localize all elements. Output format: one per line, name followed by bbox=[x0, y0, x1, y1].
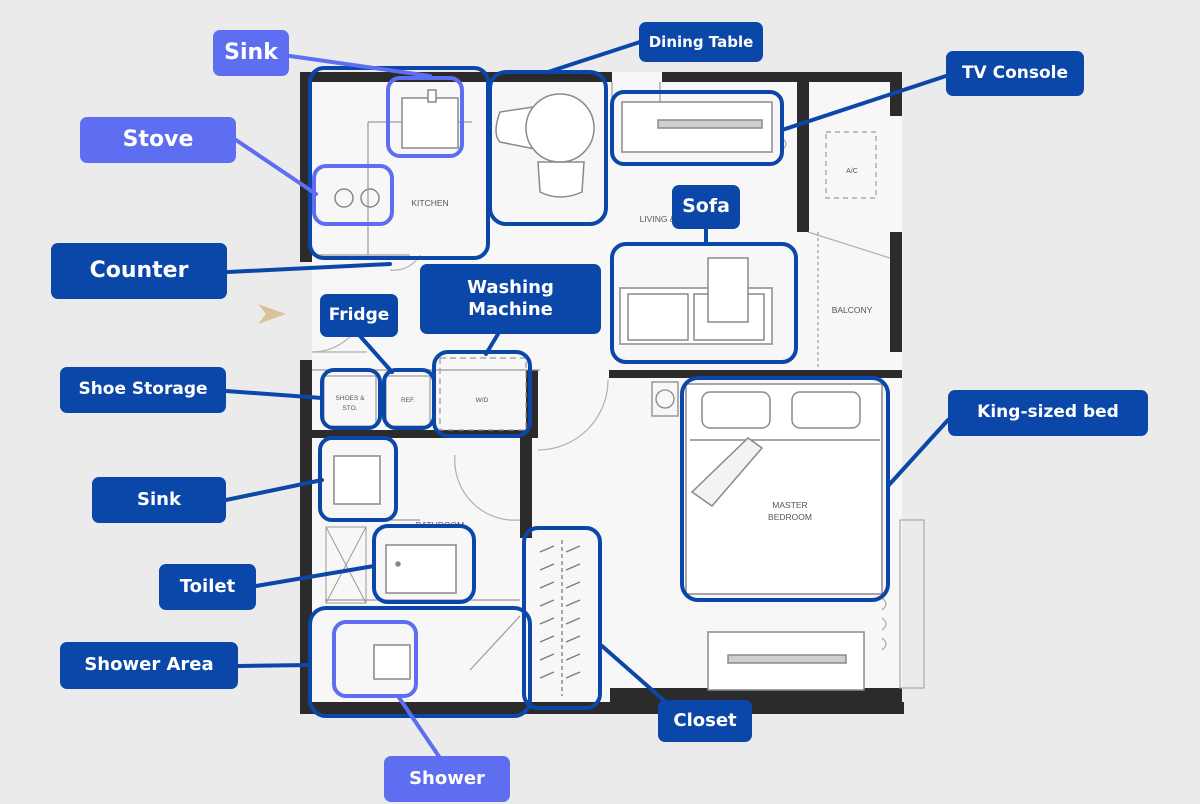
label-ref: REF. bbox=[401, 397, 415, 404]
fridge-callout: Fridge bbox=[320, 294, 398, 337]
closet-callout: Closet bbox=[658, 700, 752, 742]
bedroom-dresser bbox=[707, 631, 865, 691]
floor-plan: KITCHEN LIVING & DINING ROOM BALCONY A/C… bbox=[258, 72, 925, 714]
master-bed bbox=[685, 383, 883, 595]
washing-machine-callout: Washing Machine bbox=[420, 264, 601, 334]
balcony-ac bbox=[817, 131, 877, 370]
toilet-callout: Toilet bbox=[159, 564, 256, 610]
label-master-2: BEDROOM bbox=[768, 512, 812, 522]
sink-bath-callout: Sink bbox=[92, 477, 226, 523]
windows bbox=[781, 137, 925, 689]
sink-kitchen-callout: Sink bbox=[213, 30, 289, 76]
exterior-walls bbox=[300, 72, 904, 714]
shower-area-callout: Shower Area bbox=[60, 642, 238, 689]
dining-table-callout: Dining Table bbox=[639, 22, 763, 62]
washing-machine-callout-line2: Machine bbox=[468, 299, 553, 320]
stove-callout: Stove bbox=[80, 117, 236, 163]
bedroom-ac-unit bbox=[651, 381, 679, 417]
bathroom-fixtures bbox=[333, 455, 457, 680]
label-kitchen: KITCHEN bbox=[411, 198, 448, 208]
shoe-storage-callout: Shoe Storage bbox=[60, 367, 226, 413]
counter-callout: Counter bbox=[51, 243, 227, 299]
shower-area-outline bbox=[308, 606, 532, 718]
label-shoes-2: STO. bbox=[342, 405, 357, 412]
toilet-outline bbox=[372, 524, 476, 604]
washing-machine-callout-line1: Washing bbox=[467, 276, 554, 298]
kitchen-sink-outline bbox=[386, 76, 464, 158]
shower-callout: Shower bbox=[384, 756, 510, 802]
bed-outline bbox=[680, 376, 890, 602]
shower-strip bbox=[325, 526, 367, 604]
kitchen-fixtures bbox=[334, 89, 459, 208]
label-master-1: MASTER bbox=[772, 500, 807, 510]
closet-outline bbox=[522, 526, 602, 710]
label-shoes-1: SHOES & bbox=[336, 395, 366, 402]
dining-set bbox=[495, 93, 595, 198]
shower-outline bbox=[332, 620, 418, 698]
bath-door-leaf bbox=[469, 615, 521, 671]
entry-arrow bbox=[258, 304, 286, 324]
tv-console-fixture bbox=[621, 101, 773, 153]
closet-hangers bbox=[539, 540, 581, 696]
label-balcony: BALCONY bbox=[832, 305, 873, 315]
washer-outline bbox=[432, 350, 532, 438]
label-ac: A/C bbox=[846, 168, 858, 175]
leader-lines bbox=[224, 40, 950, 760]
king-bed-callout: King-sized bed bbox=[948, 390, 1148, 436]
sofa-fixture bbox=[619, 257, 773, 345]
sofa-callout: Sofa bbox=[672, 185, 740, 229]
label-wd: W/D bbox=[476, 397, 489, 404]
tv-console-callout: TV Console bbox=[946, 51, 1084, 96]
